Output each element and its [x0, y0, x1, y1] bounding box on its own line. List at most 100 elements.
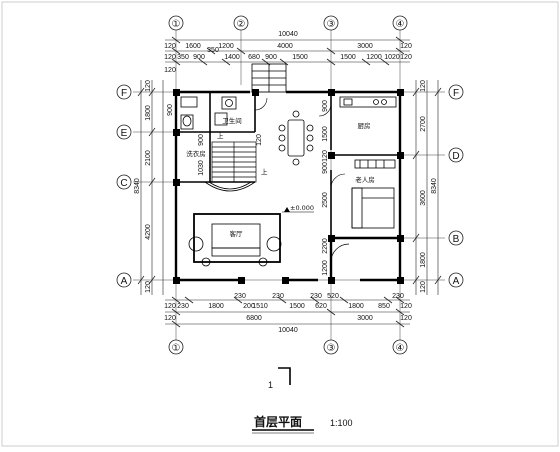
dim-left-inner-a: 120 — [145, 80, 152, 92]
drawing-scale: 1:100 — [330, 418, 353, 428]
stair-label-up-2: 上 — [217, 131, 224, 140]
dim-right-inner-e: 120 — [420, 281, 427, 293]
dim-bottom-overall: 10040 — [278, 327, 298, 334]
level-marker: ±0.000 — [282, 204, 314, 213]
dim-top-row2-b: 1600 — [185, 43, 201, 50]
dim-left-row-b: 900 — [198, 134, 205, 146]
bathroom-fixtures — [180, 96, 237, 130]
svg-text:D: D — [452, 151, 459, 162]
dim-bottom-row1-h: 230 — [310, 293, 322, 300]
dim-left-row-c: 1030 — [198, 160, 205, 176]
dim-top-row3-i: 1500 — [340, 54, 356, 61]
elder-room-door — [330, 173, 346, 189]
dim-right-inner-a: 120 — [420, 80, 427, 92]
dim-left-outer: 8340 — [134, 178, 141, 194]
dim-bottom-end-a: 120 — [164, 315, 176, 322]
dim-top-row3-b: 350 — [177, 54, 189, 61]
svg-text:1: 1 — [268, 380, 273, 390]
dim-top-row2-c: 1200 — [218, 43, 234, 50]
drawing-title: 首层平面 — [254, 414, 302, 429]
dim-bottom-row1-b: 230 — [177, 303, 189, 310]
dim-bottom-row1-j: 850 — [378, 303, 390, 310]
dim-left-inner-c: 2100 — [145, 150, 152, 166]
svg-text:①: ① — [172, 343, 181, 354]
dim-top-row3-g: 900 — [265, 54, 277, 61]
dim-bottom-row2-b: 3000 — [357, 315, 373, 322]
axis-bubble-E-left: E — [116, 124, 132, 140]
axis-bubble-F-left: F — [116, 84, 132, 100]
dim-left-row-d: 120 — [256, 134, 263, 146]
dim-right-inner-b: 2700 — [420, 116, 427, 132]
axis-bubble-1-top: ① — [168, 15, 184, 31]
dim-bottom-row1-k: 230 — [392, 293, 404, 300]
elder-room-bed — [351, 187, 395, 229]
dim-bottom-row1-g: 1500 — [289, 303, 305, 310]
dim-top-row2-d: 4000 — [277, 43, 293, 50]
right-axis-bubbles: F D B A — [448, 84, 464, 288]
axis-bubble-A-left: A — [116, 272, 132, 288]
top-dimension-lines — [165, 36, 410, 66]
dim-right-inner-d: 1800 — [420, 252, 427, 268]
dim-bottom-row1-c: 1800 — [208, 303, 224, 310]
top-axis-bubbles: ① ② ③ ④ — [168, 15, 408, 31]
bay-window — [204, 181, 256, 192]
axis-bubble-C-left: C — [116, 174, 132, 190]
svg-text:±0.000: ±0.000 — [290, 204, 314, 212]
svg-text:A: A — [453, 276, 460, 287]
section-mark: 1 — [268, 367, 291, 390]
svg-text:A: A — [121, 276, 128, 287]
axis-bubble-4-top: ④ — [392, 15, 408, 31]
bottom-dimension-lines — [165, 296, 410, 328]
svg-text:F: F — [121, 88, 127, 99]
svg-text:③: ③ — [327, 343, 336, 354]
dim-top-row3-d: 350 — [207, 47, 219, 54]
dim-right-row-e: 2500 — [322, 192, 329, 208]
dim-bottom-row1-e: 1510 — [252, 303, 268, 310]
svg-text:①: ① — [172, 19, 181, 30]
svg-text:②: ② — [237, 19, 246, 30]
dim-top-overall: 10040 — [278, 31, 298, 38]
axis-bubble-F-right: F — [448, 84, 464, 100]
dim-top-row3-c: 900 — [193, 54, 205, 61]
room-label-kitchen: 厨房 — [358, 121, 371, 130]
axis-bubble-2-top: ② — [233, 15, 249, 31]
dim-top-row3b-b: 120 — [400, 54, 412, 61]
dining-table — [278, 110, 314, 166]
right-dimension-lines — [412, 80, 442, 295]
dim-right-row-a: 900 — [322, 100, 329, 112]
dim-bottom-row1-l: 120 — [400, 303, 412, 310]
svg-text:C: C — [120, 178, 127, 189]
dim-bottom-row1-n: 520 — [327, 293, 339, 300]
dim-top-row3b-a: 120 — [164, 67, 176, 74]
dim-bottom-row1-d: 230 — [234, 293, 246, 300]
svg-text:F: F — [453, 88, 459, 99]
dim-right-inner-c: 3600 — [420, 190, 427, 206]
svg-text:B: B — [453, 234, 460, 245]
left-axis-bubbles: F E C A — [116, 84, 132, 288]
bottom-axis-bubbles: ① ③ ④ — [168, 339, 408, 355]
axis-bubble-3-bottom: ③ — [323, 339, 339, 355]
dim-top-row2-a: 120 — [164, 43, 176, 50]
dim-left-inner-b: 1800 — [145, 105, 152, 121]
dim-right-row-d: 900 — [322, 162, 329, 174]
living-room-furniture — [188, 213, 282, 267]
stair-label-up: 上 — [261, 167, 268, 176]
svg-text:E: E — [121, 128, 128, 139]
dim-top-row3-j: 1200 — [366, 54, 382, 61]
kitchen-counter — [339, 96, 397, 108]
dim-left-inner-e: 120 — [145, 281, 152, 293]
axis-bubble-A-right: A — [448, 272, 464, 288]
dim-bottom-row1-f: 230 — [272, 293, 284, 300]
axis-bubble-3-top: ③ — [323, 15, 339, 31]
dim-right-row-f: 2200 — [322, 238, 329, 254]
dim-top-row2-e: 3000 — [357, 43, 373, 50]
svg-text:④: ④ — [396, 343, 405, 354]
dim-bottom-row2-a: 6800 — [246, 315, 262, 322]
dim-bottom-row1-i: 1800 — [348, 303, 364, 310]
dim-right-row-c: 120 — [322, 150, 329, 162]
structural-columns — [173, 89, 404, 284]
dim-top-row3-h: 1500 — [292, 54, 308, 61]
dim-right-row-g: 1200 — [322, 260, 329, 276]
svg-text:③: ③ — [327, 19, 336, 30]
